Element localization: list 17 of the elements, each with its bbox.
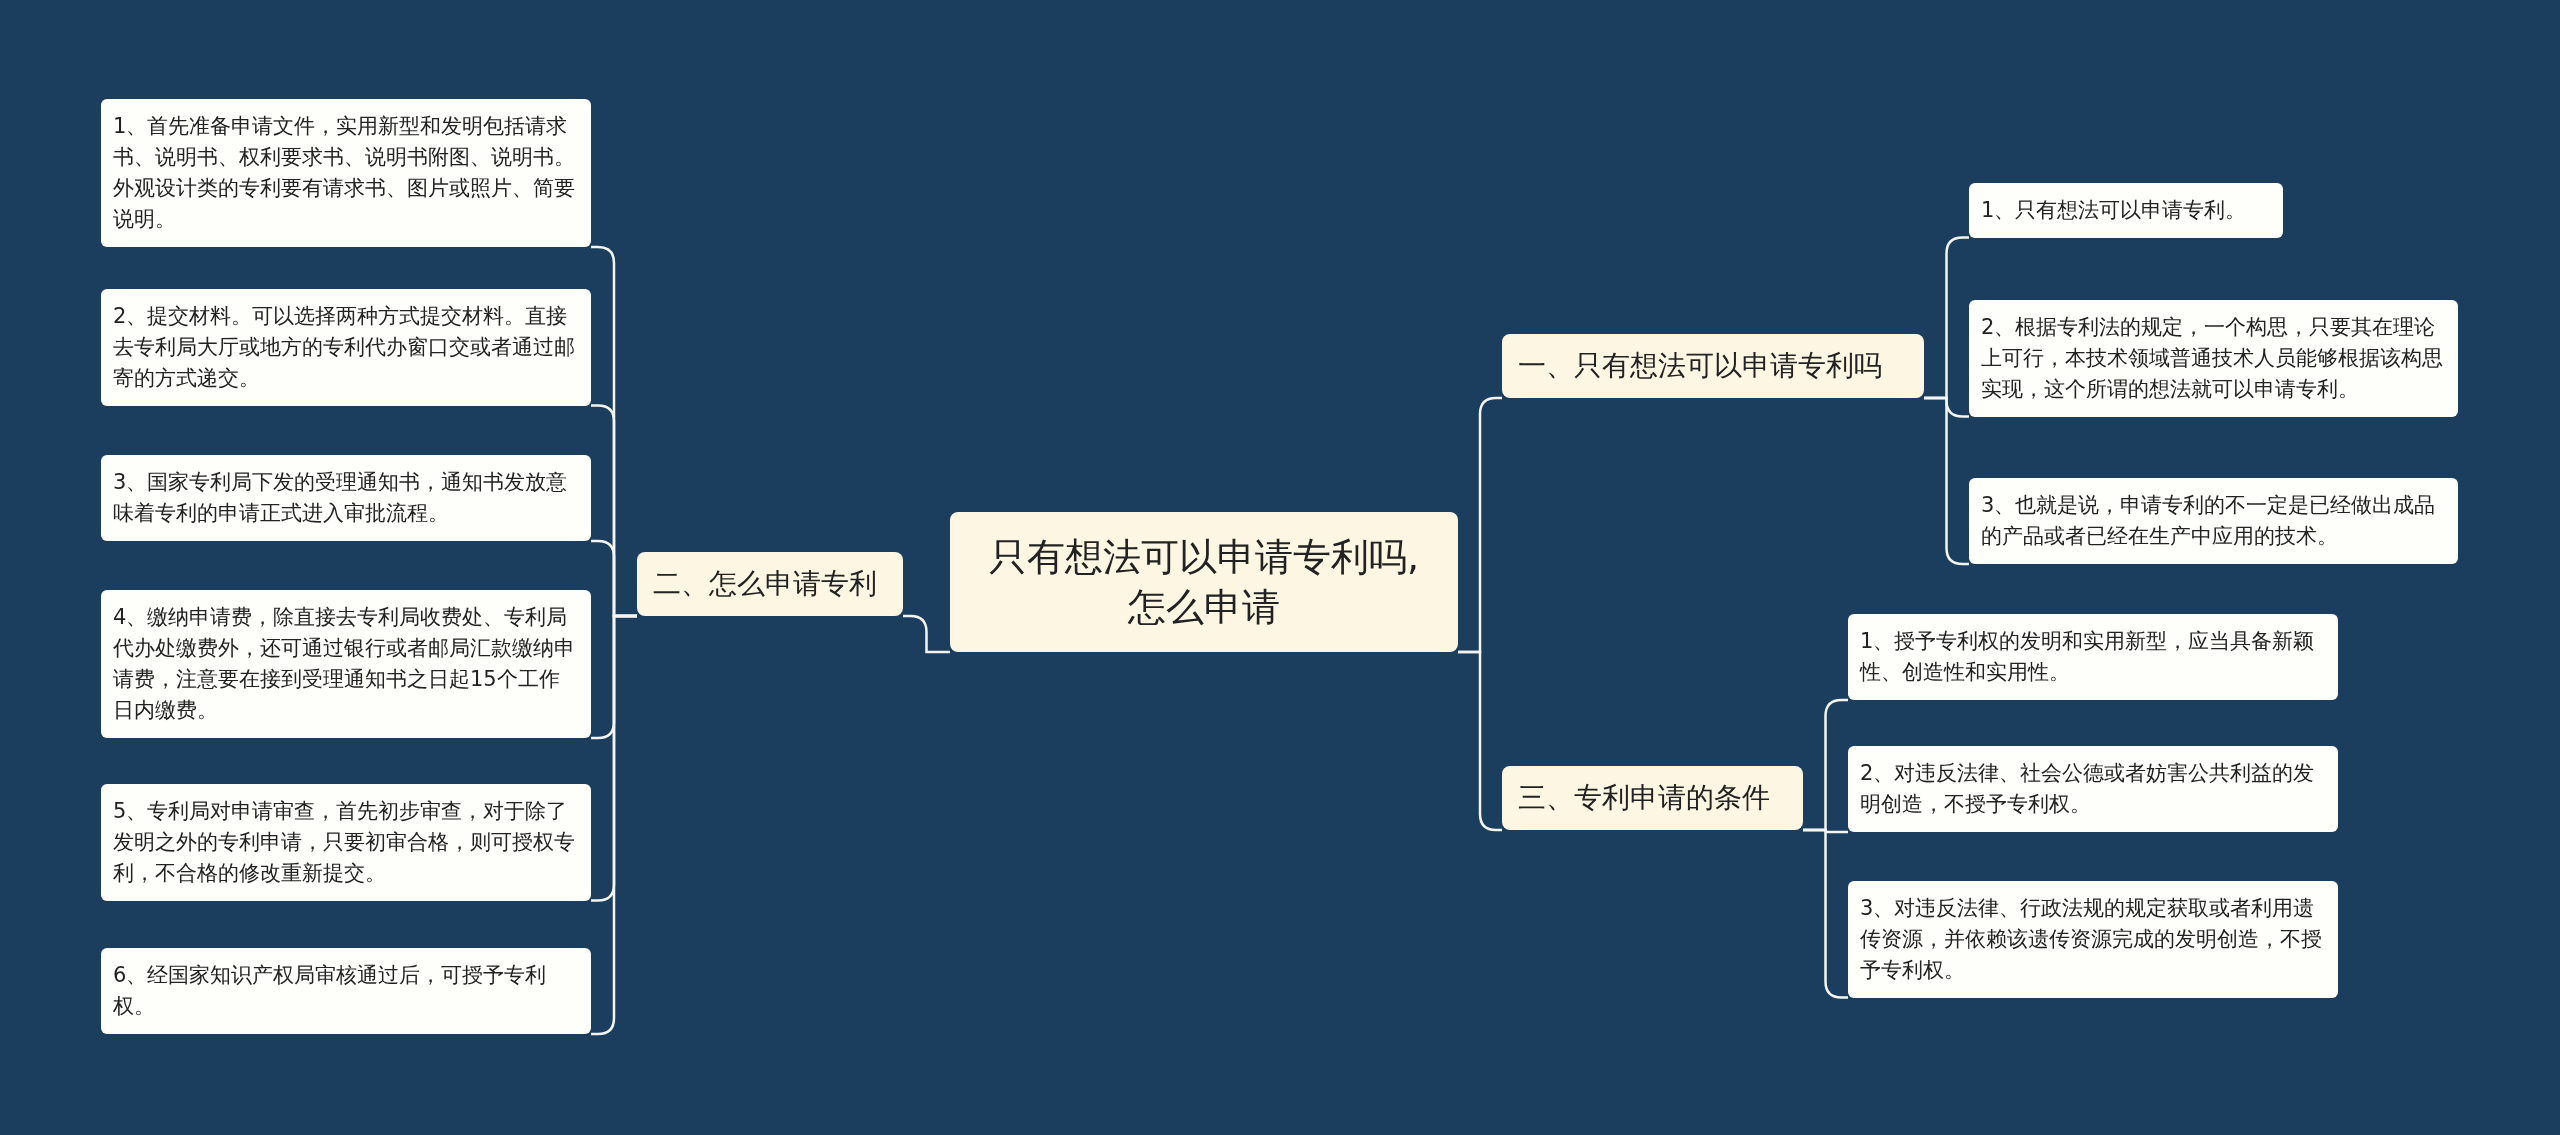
- leaf-note-box: 4、缴纳申请费，除直接去专利局收费处、专利局代办处缴费外，还可通过银行或者邮局汇款缴纳申请费，注意要在接到受理通知书之日起15个工作日内缴费。: [101, 590, 591, 738]
- leaf-note-box: 2、对违反法律、社会公德或者妨害公共利益的发明创造，不授予专利权。: [1848, 746, 2338, 832]
- branch-topic-box: 一、只有想法可以申请专利吗: [1502, 334, 1924, 398]
- leaf-note-box: 6、经国家知识产权局审核通过后，可授予专利权。: [101, 948, 591, 1034]
- leaf-note-box: 3、国家专利局下发的受理通知书，通知书发放意味着专利的申请正式进入审批流程。: [101, 455, 591, 541]
- leaf-note-box: 1、首先准备申请文件，实用新型和发明包括请求书、说明书、权利要求书、说明书附图、说明书。外观设计类的专利要有请求书、图片或照片、简要说明。: [101, 99, 591, 247]
- leaf-note-box: 5、专利局对申请审查，首先初步审查，对于除了发明之外的专利申请，只要初审合格，则可授权专利，不合格的修改重新提交。: [101, 783, 591, 901]
- leaf-note-box: 3、对违反法律、行政法规的规定获取或者利用遗传资源，并依赖该遗传资源完成的发明创造，不授予专利权。: [1848, 880, 2338, 998]
- connector-line: [903, 614, 950, 654]
- branch-topic-box: 三、专利申请的条件: [1502, 766, 1803, 830]
- leaf-note-box: 3、也就是说，申请专利的不一定是已经做出成品的产品或者已经在生产中应用的技术。: [1969, 478, 2458, 564]
- leaf-note-box: 1、授予专利权的发明和实用新型，应当具备新颖性、创造性和实用性。: [1848, 614, 2338, 700]
- leaf-note-box: 2、提交材料。可以选择两种方式提交材料。直接去专利局大厅或地方的专利代办窗口交或者通过邮寄的方式递交。: [101, 288, 591, 406]
- leaf-note-box: 1、只有想法可以申请专利。: [1969, 182, 2283, 238]
- leaf-note-box: 2、根据专利法的规定，一个构思，只要其在理论上可行，本技术领域普通技术人员能够根据该构思实现，这个所谓的想法就可以申请专利。: [1969, 299, 2458, 417]
- root-topic-box: 只有想法可以申请专利吗,怎么申请: [950, 512, 1458, 652]
- branch-topic-box: 二、怎么申请专利: [637, 552, 903, 616]
